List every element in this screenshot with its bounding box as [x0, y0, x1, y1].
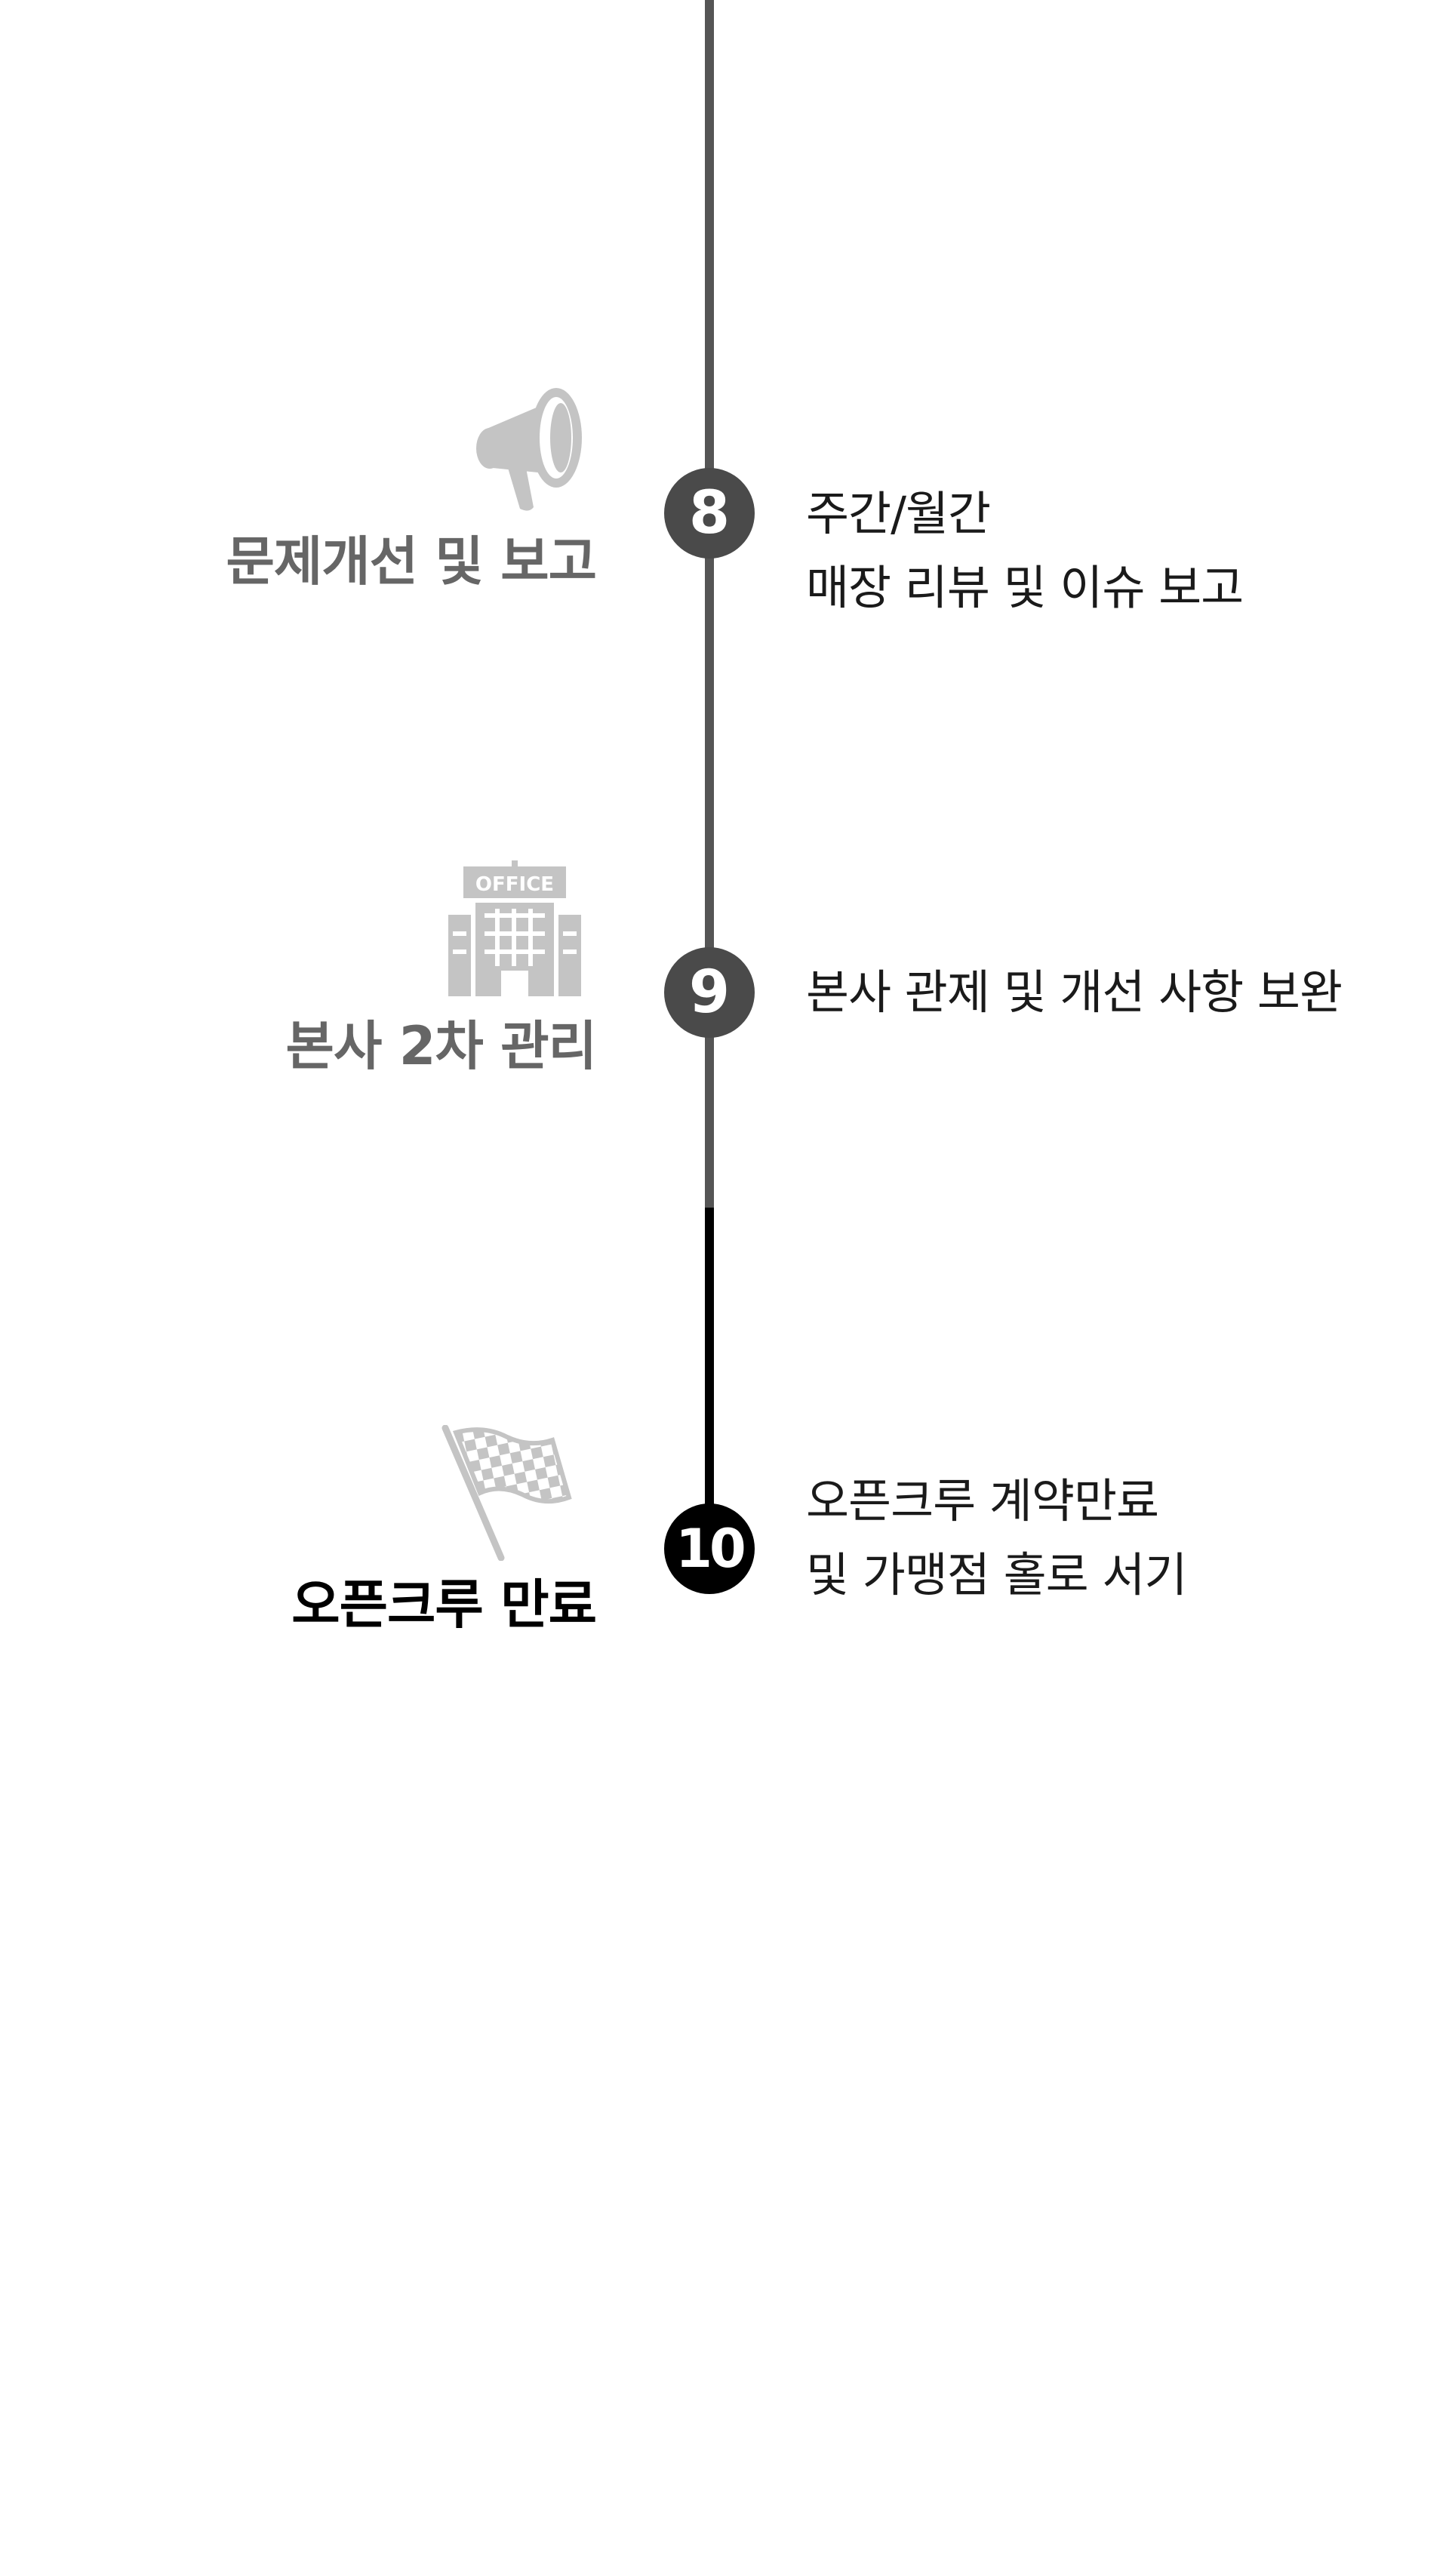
office-sign-label: OFFICE: [475, 873, 554, 896]
office-building-icon: OFFICE: [448, 860, 581, 996]
step-description: 오픈크루 계약만료 및 가맹점 홀로 서기: [806, 1464, 1187, 1612]
step-title: 문제개선 및 보고: [226, 531, 597, 592]
timeline-line-final: [705, 1208, 714, 1547]
step-number-badge: 9: [664, 947, 755, 1038]
step-description-line: 오픈크루 계약만료: [806, 1473, 1159, 1528]
megaphone-icon: [476, 388, 582, 511]
step-number-badge: 10: [664, 1503, 755, 1594]
step-description-line: 및 가맹점 홀로 서기: [806, 1547, 1187, 1602]
step-description-line: 주간/월간: [806, 486, 991, 541]
step-description-line: 본사 관제 및 개선 사항 보완: [806, 965, 1343, 1020]
timeline-line: [705, 0, 714, 1211]
step-description: 본사 관제 및 개선 사항 보완: [806, 956, 1343, 1029]
checkered-flag-icon: [441, 1425, 572, 1561]
step-description-line: 매장 리뷰 및 이슈 보고: [806, 560, 1244, 615]
step-title: 본사 2차 관리: [285, 1015, 597, 1077]
step-title: 오픈크루 만료: [291, 1574, 597, 1636]
step-number-badge: 8: [664, 468, 755, 559]
step-description: 주간/월간 매장 리뷰 및 이슈 보고: [806, 477, 1244, 625]
